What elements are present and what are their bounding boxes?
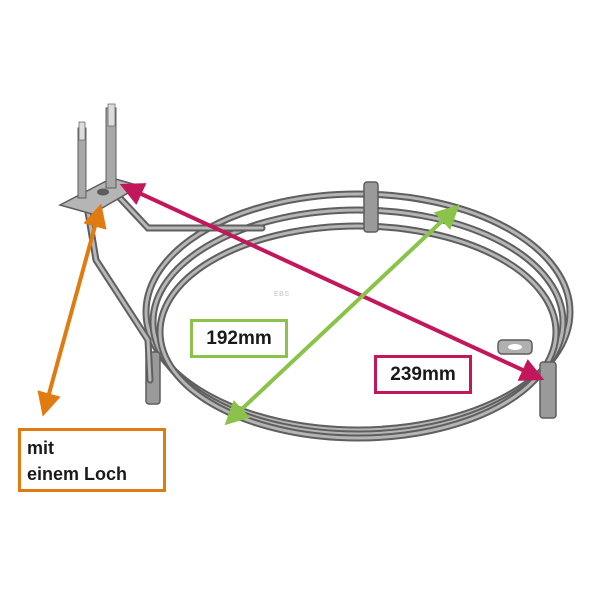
hole-pointer-arrow xyxy=(37,203,107,417)
watermark-logo: EBS xyxy=(274,291,290,298)
coil-clamps xyxy=(145,181,557,419)
inner-diameter-label: 192mm xyxy=(190,319,288,358)
hole-note-line-2: einem Loch xyxy=(27,464,128,484)
inner-diameter-arrow xyxy=(224,204,460,426)
hole-note-line-1: mit xyxy=(27,438,54,458)
hole-note-label: mit einem Loch xyxy=(18,428,166,492)
terminal-bracket xyxy=(57,103,142,215)
outer-diameter-label: 239mm xyxy=(374,355,472,394)
